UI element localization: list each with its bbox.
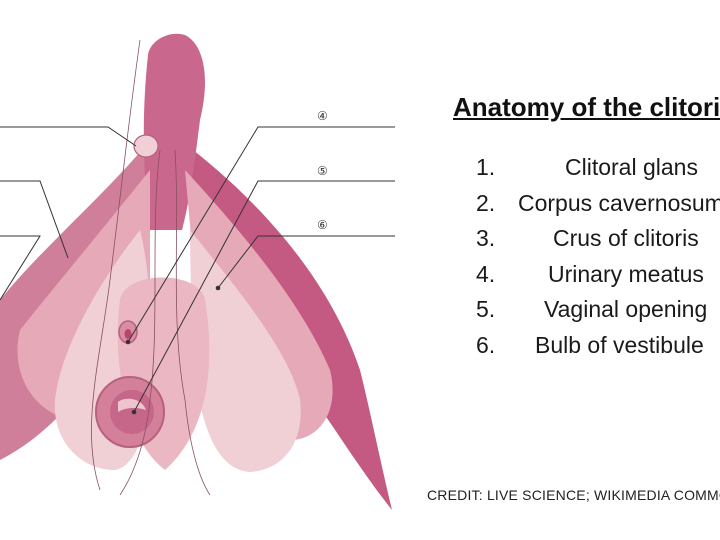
legend-label: Crus of clitoris [553, 225, 699, 251]
diagram-label-6: ⑥ [317, 218, 328, 232]
legend-label: Urinary meatus [548, 260, 704, 287]
diagram-label-4: ④ [317, 109, 328, 123]
legend-number: 4. [476, 260, 496, 287]
leader-line-5 [133, 180, 395, 413]
legend-number: 6. [476, 331, 496, 358]
legend-label: Vaginal opening [544, 296, 708, 322]
legend-label: Corpus cavernosum [518, 189, 720, 216]
legend-label: Bulb of vestibule [535, 331, 704, 358]
legend-number: 3. [476, 225, 496, 251]
diagram-title: Anatomy of the clitoris [453, 92, 720, 122]
leader-dot-4 [125, 339, 131, 345]
leader-line-1 [0, 126, 137, 147]
clitoral-glans-shape [133, 134, 159, 158]
leader-line-4 [127, 126, 395, 343]
leader-line-2 [0, 180, 69, 259]
inner-right-shape [185, 170, 333, 440]
legend-number: 2. [476, 189, 496, 216]
diagram-label-5: ⑤ [317, 164, 328, 178]
legend-number: 5. [476, 296, 496, 322]
vessel-line [174, 149, 211, 496]
urinary-meatus-opening [124, 329, 132, 339]
bulb-right-shape [190, 230, 301, 472]
leader-line-3 [0, 235, 41, 301]
leader-dot-6 [215, 285, 221, 291]
leader-dot-5 [131, 409, 137, 415]
legend-number: 1. [476, 154, 496, 180]
leader-line-6 [217, 235, 395, 289]
legend-label: Clitoral glans [565, 154, 698, 180]
image-credit: CREDIT: LIVE SCIENCE; WIKIMEDIA COMMONS [427, 487, 720, 503]
vessel-line [91, 39, 141, 491]
